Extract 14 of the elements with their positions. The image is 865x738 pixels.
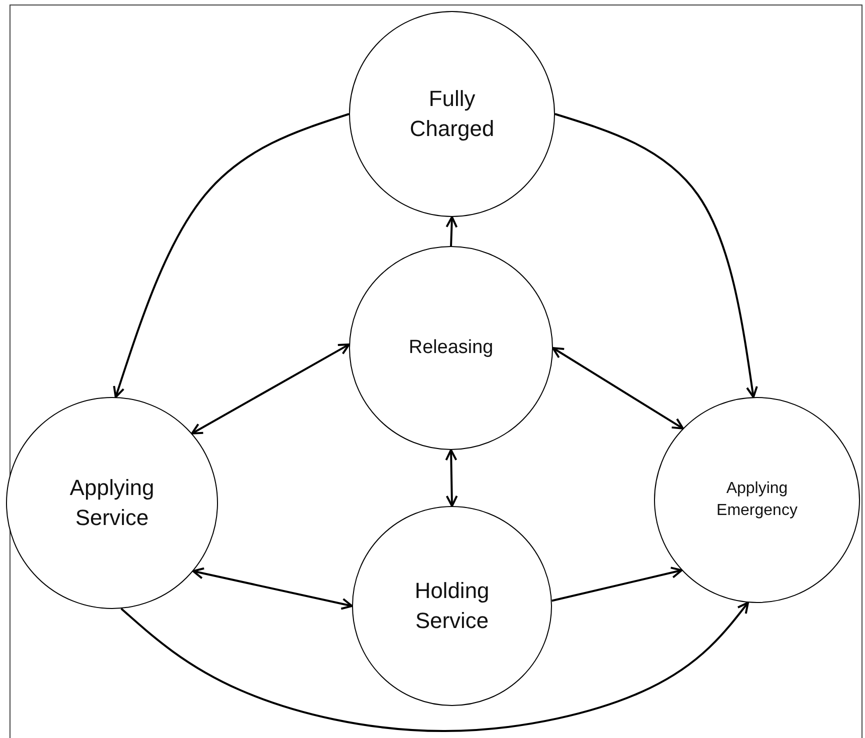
state-label: Holding Service [414,577,490,635]
arrow [192,567,353,610]
arrow [446,216,458,246]
arrow [552,347,684,430]
arrow [554,113,758,398]
state-label: Fully Charged [408,85,496,143]
arrow [191,343,350,434]
arrow [552,566,683,602]
arrow [445,449,458,507]
arrow [120,602,750,732]
state-label: Releasing [408,336,494,360]
state-label: Applying Service [68,474,156,532]
state-label: Applying Emergency [716,479,798,521]
arrow [113,113,350,398]
